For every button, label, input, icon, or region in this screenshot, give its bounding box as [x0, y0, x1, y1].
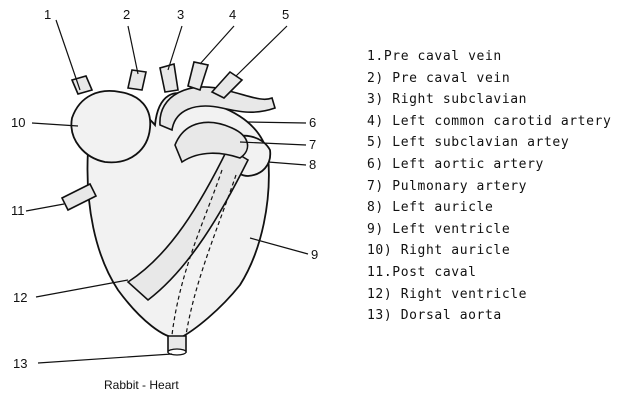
- callout-7: 7: [309, 137, 316, 152]
- callout-4: 4: [229, 7, 236, 22]
- leader-13: [38, 354, 172, 363]
- callout-1: 1: [44, 7, 51, 22]
- callout-2: 2: [123, 7, 130, 22]
- pre-caval-vein-1: [72, 76, 92, 94]
- leader-1: [56, 20, 80, 90]
- callout-3: 3: [177, 7, 184, 22]
- callout-8: 8: [309, 157, 316, 172]
- callout-9: 9: [311, 247, 318, 262]
- legend-item: 6) Left aortic artery: [367, 154, 612, 176]
- callout-6: 6: [309, 115, 316, 130]
- leader-4: [200, 26, 234, 64]
- callout-11: 11: [11, 203, 25, 218]
- legend-item: 3) Right subclavian: [367, 89, 612, 111]
- callout-12: 12: [13, 290, 27, 305]
- legend-item: 4) Left common carotid artery: [367, 111, 612, 133]
- legend-item: 2) Pre caval vein: [367, 68, 612, 90]
- legend-item: 13) Dorsal aorta: [367, 305, 612, 327]
- leader-2: [128, 26, 138, 74]
- leader-3: [168, 26, 182, 70]
- legend-item: 5) Left subclavian artey: [367, 132, 612, 154]
- legend-item: 11.Post caval: [367, 262, 612, 284]
- callout-5: 5: [282, 7, 289, 22]
- pre-caval-vein-2: [128, 70, 146, 90]
- legend-item: 9) Left ventricle: [367, 219, 612, 241]
- leader-8: [268, 162, 306, 165]
- legend-list: 1.Pre caval vein 2) Pre caval vein 3) Ri…: [367, 46, 612, 327]
- diagram-caption: Rabbit - Heart: [104, 378, 179, 392]
- right-auricle: [71, 91, 150, 162]
- legend-item: 1.Pre caval vein: [367, 46, 612, 68]
- legend-item: 7) Pulmonary artery: [367, 176, 612, 198]
- legend-item: 8) Left auricle: [367, 197, 612, 219]
- left-common-carotid: [188, 62, 208, 90]
- leader-5: [236, 26, 287, 76]
- callout-13: 13: [13, 356, 27, 371]
- rabbit-heart-diagram: 1 2 3 4 5 6 7 8 9 10 11 12 13 Rabbit - H…: [0, 0, 340, 402]
- leader-6: [248, 122, 306, 123]
- callout-10: 10: [11, 115, 25, 130]
- leader-12: [36, 280, 128, 297]
- legend-item: 12) Right ventricle: [367, 284, 612, 306]
- legend-item: 10) Right auricle: [367, 240, 612, 262]
- leader-11: [26, 204, 64, 211]
